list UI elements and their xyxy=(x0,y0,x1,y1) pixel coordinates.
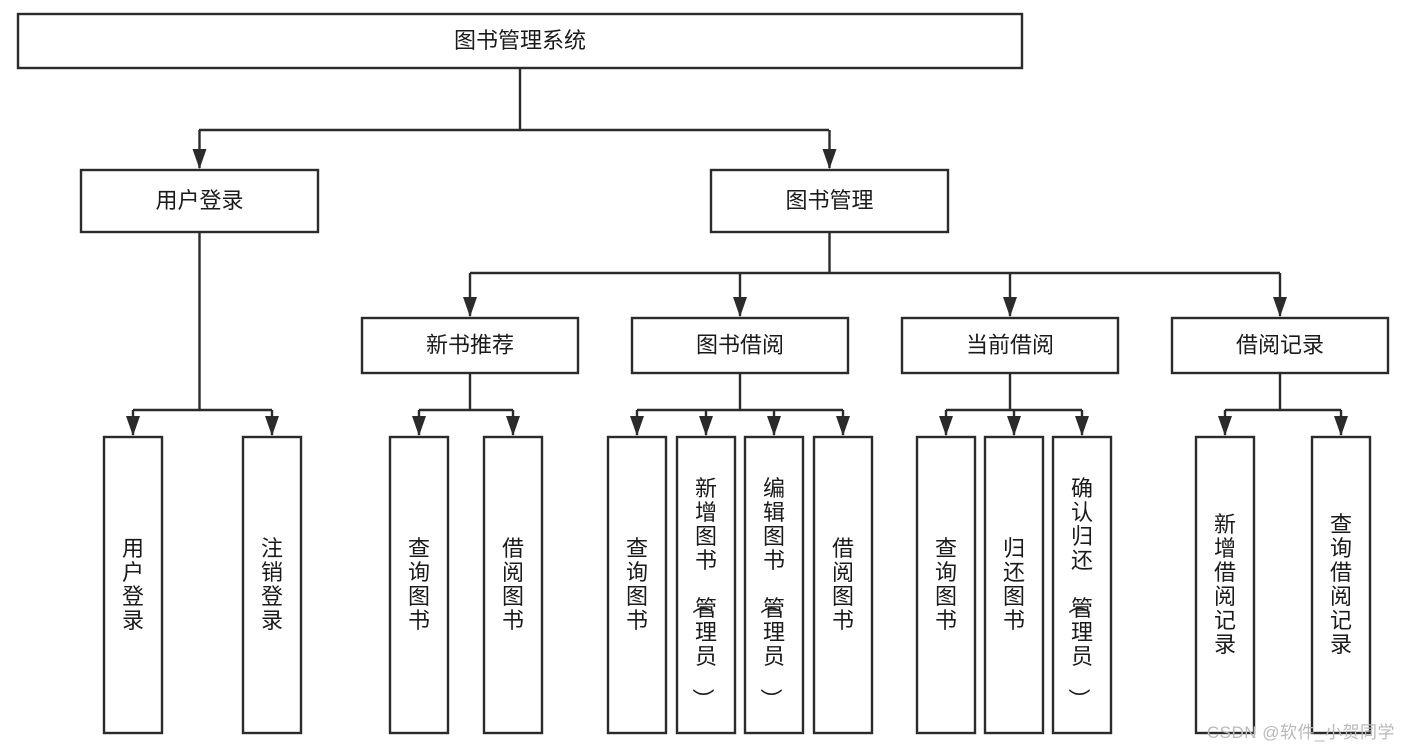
arrow-head-icon-leaf-return-book xyxy=(1007,416,1021,436)
node-box-borrow-record[interactable] xyxy=(1170,316,1390,375)
node-label-new-book-recommend: 新书推荐 xyxy=(426,332,514,357)
arrow-head-icon-leaf-borrow-book-recommend xyxy=(506,416,520,436)
arrow-head-icon-book-management xyxy=(822,149,837,169)
node-box-leaf-borrow-book[interactable] xyxy=(812,435,874,735)
node-box-root[interactable] xyxy=(16,12,1024,70)
node-label-leaf-query-borrow-record: 查询借阅记录 xyxy=(1330,512,1352,657)
arrow-head-icon-current-borrow xyxy=(1003,297,1017,317)
node-box-book-management[interactable] xyxy=(709,168,950,234)
node-label-user-login: 用户登录 xyxy=(155,188,243,213)
node-box-leaf-edit-book[interactable] xyxy=(743,435,805,735)
node-current-borrow[interactable]: 当前借阅 xyxy=(900,316,1120,375)
node-label-leaf-logout: 注销登录 xyxy=(261,536,283,633)
arrow-head-icon-user-login xyxy=(192,149,207,169)
node-leaf-edit-book[interactable]: 编辑图书（管理员） xyxy=(743,435,805,735)
node-leaf-borrow-book[interactable]: 借阅图书 xyxy=(812,435,874,735)
node-box-leaf-confirm-return[interactable] xyxy=(1051,435,1113,735)
arrow-head-icon-book-borrow xyxy=(733,297,747,317)
node-borrow-record[interactable]: 借阅记录 xyxy=(1170,316,1390,375)
node-label-book-borrow: 图书借阅 xyxy=(696,332,784,357)
node-label-leaf-add-borrow-record: 新增借阅记录 xyxy=(1214,512,1236,657)
node-box-leaf-borrow-book-recommend[interactable] xyxy=(482,435,544,735)
node-box-current-borrow[interactable] xyxy=(900,316,1120,375)
node-user-login[interactable]: 用户登录 xyxy=(79,168,320,234)
node-root[interactable]: 图书管理系统 xyxy=(16,12,1024,70)
node-book-management[interactable]: 图书管理 xyxy=(709,168,950,234)
node-box-leaf-return-book[interactable] xyxy=(983,435,1045,735)
node-box-leaf-user-login[interactable] xyxy=(102,435,164,735)
node-box-leaf-add-borrow-record[interactable] xyxy=(1194,435,1256,735)
node-new-book-recommend[interactable]: 新书推荐 xyxy=(360,316,580,375)
node-label-leaf-confirm-return: 确认归还（管理员） xyxy=(1066,476,1093,710)
node-leaf-logout[interactable]: 注销登录 xyxy=(241,435,303,735)
node-label-leaf-borrow-book: 借阅图书 xyxy=(832,536,854,633)
node-label-leaf-add-book: 新增图书（管理员） xyxy=(690,476,717,710)
node-leaf-add-book[interactable]: 新增图书（管理员） xyxy=(675,435,737,735)
node-label-leaf-return-book: 归还图书 xyxy=(1003,536,1025,633)
node-label-leaf-user-login: 用户登录 xyxy=(122,536,144,633)
node-box-book-borrow[interactable] xyxy=(630,316,850,375)
node-leaf-confirm-return[interactable]: 确认归还（管理员） xyxy=(1051,435,1113,735)
node-box-leaf-query-book-current[interactable] xyxy=(915,435,977,735)
arrow-head-icon-leaf-edit-book xyxy=(767,416,781,436)
node-label-leaf-edit-book: 编辑图书（管理员） xyxy=(758,476,785,710)
arrow-head-icon-leaf-query-borrow-record xyxy=(1334,416,1348,436)
node-leaf-user-login[interactable]: 用户登录 xyxy=(102,435,164,735)
node-label-current-borrow: 当前借阅 xyxy=(966,332,1054,357)
node-label-book-management: 图书管理 xyxy=(785,188,873,213)
arrow-head-icon-leaf-query-book-borrow xyxy=(630,416,644,436)
arrow-head-icon-leaf-add-borrow-record xyxy=(1218,416,1232,436)
arrow-head-icon-leaf-add-book xyxy=(699,416,713,436)
node-box-leaf-logout[interactable] xyxy=(241,435,303,735)
node-leaf-query-borrow-record[interactable]: 查询借阅记录 xyxy=(1310,435,1372,735)
node-box-new-book-recommend[interactable] xyxy=(360,316,580,375)
node-box-leaf-query-borrow-record[interactable] xyxy=(1310,435,1372,735)
arrow-head-icon-leaf-borrow-book xyxy=(836,416,850,436)
node-book-borrow[interactable]: 图书借阅 xyxy=(630,316,850,375)
arrow-head-icon-leaf-logout xyxy=(265,416,279,436)
node-leaf-query-book-recommend[interactable]: 查询图书 xyxy=(388,435,450,735)
arrow-head-icon-new-book-recommend xyxy=(463,297,477,317)
node-box-user-login[interactable] xyxy=(79,168,320,234)
arrow-head-icon-leaf-user-login xyxy=(126,416,140,436)
node-box-leaf-query-book-recommend[interactable] xyxy=(388,435,450,735)
arrow-head-icon-leaf-confirm-return xyxy=(1075,416,1089,436)
node-label-leaf-query-book-recommend: 查询图书 xyxy=(408,536,430,633)
arrow-head-icon-leaf-query-book-current xyxy=(939,416,953,436)
node-leaf-add-borrow-record[interactable]: 新增借阅记录 xyxy=(1194,435,1256,735)
node-leaf-query-book-current[interactable]: 查询图书 xyxy=(915,435,977,735)
node-label-leaf-borrow-book-recommend: 借阅图书 xyxy=(502,536,524,633)
node-box-leaf-add-book[interactable] xyxy=(675,435,737,735)
arrow-head-icon-leaf-query-book-recommend xyxy=(412,416,426,436)
node-leaf-return-book[interactable]: 归还图书 xyxy=(983,435,1045,735)
node-label-leaf-query-book-current: 查询图书 xyxy=(935,536,957,633)
node-box-leaf-query-book-borrow[interactable] xyxy=(606,435,668,735)
node-leaf-borrow-book-recommend[interactable]: 借阅图书 xyxy=(482,435,544,735)
node-label-leaf-query-book-borrow: 查询图书 xyxy=(626,536,648,633)
arrow-head-icon-borrow-record xyxy=(1273,297,1287,317)
node-label-root: 图书管理系统 xyxy=(454,28,586,53)
node-label-borrow-record: 借阅记录 xyxy=(1236,332,1324,357)
node-leaf-query-book-borrow[interactable]: 查询图书 xyxy=(606,435,668,735)
